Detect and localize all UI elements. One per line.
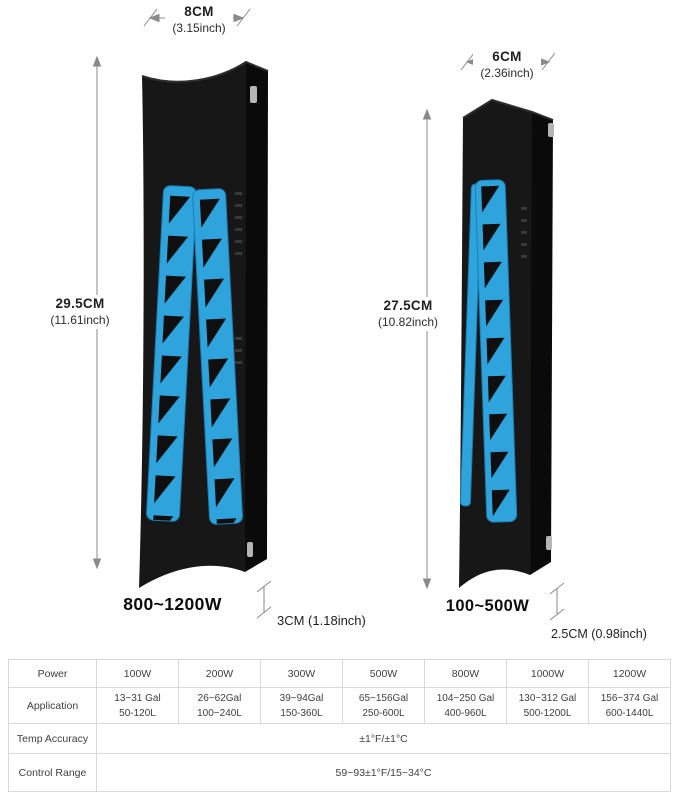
dim-height-small-label: 27.5CM (10.82inch) xyxy=(356,297,460,331)
heater-small-illustration xyxy=(459,98,554,588)
heater-small-vent-strip xyxy=(474,179,518,523)
dim-height-large-cm: 29.5CM xyxy=(55,296,105,311)
dim-line-depth-large xyxy=(256,580,272,619)
heater-large-bracket-slot-bottom xyxy=(247,542,253,557)
dim-depth-large-label: 3CM (1.18inch) xyxy=(277,613,366,628)
dim-height-small-cm: 27.5CM xyxy=(383,298,433,313)
heater-large-vent-strip-right xyxy=(192,188,243,525)
spec-cell-application: 130~312 Gal 500-1200L xyxy=(507,688,589,724)
spec-cell-power: 500W xyxy=(343,660,425,688)
spec-cell-application: 65~156Gal 250-600L xyxy=(343,688,425,724)
power-range-small: 100~500W xyxy=(445,597,530,615)
dim-line-depth-small xyxy=(549,582,565,621)
spec-cell-application: 39~94Gal 150-360L xyxy=(261,688,343,724)
spec-row-label-application: Application xyxy=(9,688,97,724)
heater-large-illustration xyxy=(139,60,269,588)
heater-large-vent-strip-left xyxy=(146,185,197,522)
dim-depth-small-label: 2.5CM (0.98inch) xyxy=(551,627,647,641)
spec-row-label-power: Power xyxy=(9,660,97,688)
dim-width-large-label: 8CM (3.15inch) xyxy=(165,3,233,37)
dim-width-small-cm: 6CM xyxy=(492,49,522,64)
heater-small-bracket-slot-bottom xyxy=(546,536,552,550)
spec-table: Power 100W 200W 300W 500W 800W 1000W 120… xyxy=(8,659,671,792)
spec-cell-power: 100W xyxy=(97,660,179,688)
heater-large-side-face xyxy=(245,62,268,572)
spec-cell-power: 200W xyxy=(179,660,261,688)
spec-cell-power: 1000W xyxy=(507,660,589,688)
spec-cell-power: 800W xyxy=(425,660,507,688)
heater-small-side-face xyxy=(530,112,553,575)
spec-cell-control-range: 59~93±1°F/15~34°C xyxy=(97,754,671,792)
dim-line-height-small xyxy=(422,108,432,590)
power-range-large: 800~1200W xyxy=(123,594,222,614)
heater-small-top-edge xyxy=(462,98,554,121)
heater-small-bracket-slot-top xyxy=(548,123,554,137)
spec-cell-temp-accuracy: ±1°F/±1°C xyxy=(97,724,671,754)
spec-cell-application: 26~62Gal 100~240L xyxy=(179,688,261,724)
heater-large-edge-slits xyxy=(235,192,242,364)
spec-cell-power: 300W xyxy=(261,660,343,688)
dim-width-large-inch: (3.15inch) xyxy=(172,20,226,35)
dim-width-small-label: 6CM (2.36inch) xyxy=(473,48,541,82)
heater-large-top-edge xyxy=(141,60,269,83)
heater-large-bracket-slot-top xyxy=(250,86,257,103)
spec-cell-power: 1200W xyxy=(589,660,671,688)
dim-height-large-label: 29.5CM (11.61inch) xyxy=(28,295,132,329)
dim-height-large-inch: (11.61inch) xyxy=(50,312,110,327)
spec-row-label-control-range: Control Range xyxy=(9,754,97,792)
dim-width-large-cm: 8CM xyxy=(184,4,214,19)
dim-height-small-inch: (10.82inch) xyxy=(377,314,439,329)
spec-cell-application: 13~31 Gal 50-120L xyxy=(97,688,179,724)
dim-width-small-inch: (2.36inch) xyxy=(480,65,534,80)
heater-small-edge-slits xyxy=(521,207,527,258)
spec-cell-application: 156~374 Gal 600-1440L xyxy=(589,688,671,724)
spec-row-label-temp-accuracy: Temp Accuracy xyxy=(9,724,97,754)
spec-cell-application: 104~250 Gal 400-960L xyxy=(425,688,507,724)
